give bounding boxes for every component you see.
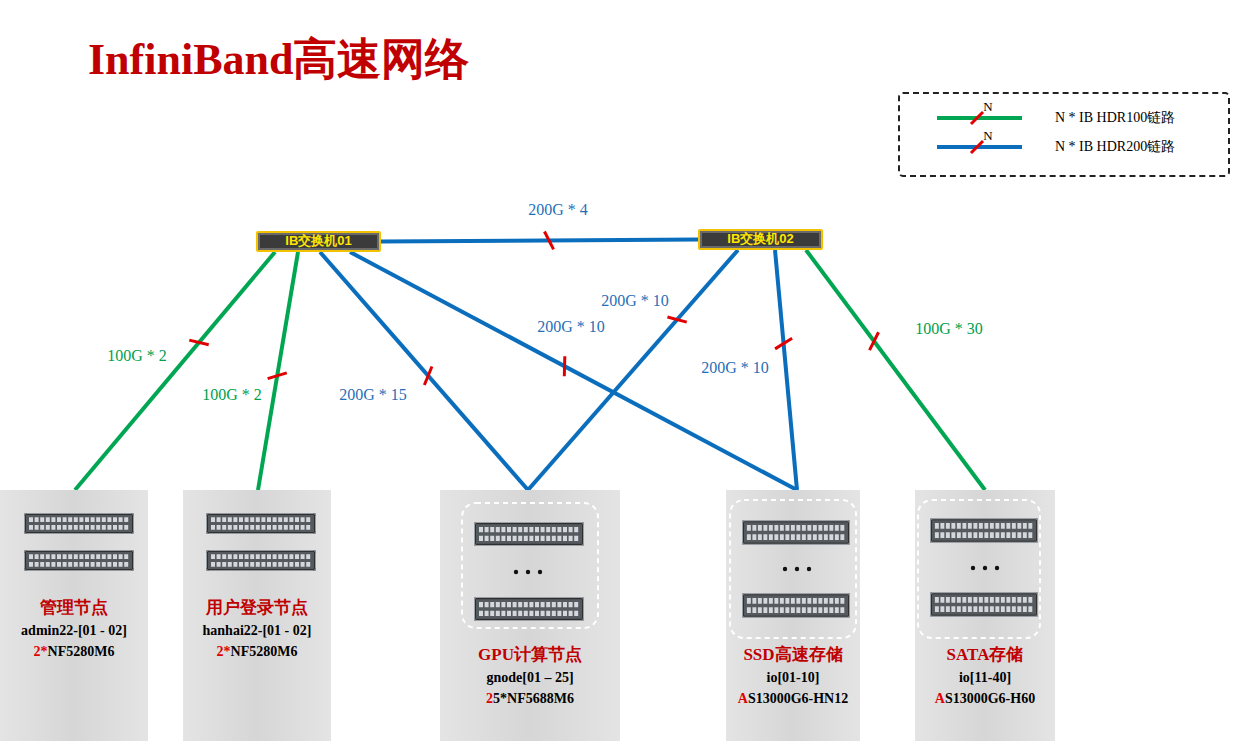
ellipsis-dot	[807, 567, 811, 571]
legend-text: N * IB HDR200链路	[1055, 139, 1175, 155]
link-count-tick	[424, 367, 432, 386]
node-detail: AS13000G6-H60	[935, 688, 1035, 709]
link-count-tick	[667, 317, 686, 322]
link-count-label: 100G * 2	[104, 347, 170, 365]
node-title: IB交换机02	[727, 232, 793, 246]
node-title: SSD高速存储	[743, 643, 842, 667]
link-count-label: 200G * 10	[534, 318, 608, 336]
legend-count-mark: N	[983, 100, 992, 114]
hdr100-link	[806, 250, 985, 490]
link-count-tick	[268, 373, 287, 379]
legend-box	[898, 92, 1230, 177]
link-count-label: 200G * 10	[598, 292, 672, 310]
ellipsis-dot	[538, 570, 542, 574]
link-count-label: 200G * 15	[336, 386, 410, 404]
legend-count-mark: N	[983, 129, 992, 143]
node-title: SATA存储	[947, 643, 1024, 667]
text-stack: 用户登录节点hanhai22-[01 - 02]2*NF5280M6	[183, 596, 331, 662]
ellipsis-dot	[795, 567, 799, 571]
server-icon	[930, 518, 1038, 543]
link-count-tick	[544, 232, 553, 250]
node-detail: admin22-[01 - 02]	[21, 620, 127, 641]
server-icon	[206, 513, 316, 534]
node-detail: 2*NF5280M6	[217, 641, 298, 662]
hdr100-link	[75, 252, 275, 490]
node-detail: hanhai22-[01 - 02]	[203, 620, 312, 641]
link-count-label: 200G * 4	[525, 201, 591, 219]
link-count-label: 100G * 30	[912, 320, 986, 338]
server-icon	[742, 593, 850, 618]
server-icon	[742, 520, 850, 545]
link-count-tick	[775, 338, 792, 349]
text-stack: 管理节点admin22-[01 - 02]2*NF5280M6	[0, 596, 148, 662]
text-stack: SSD高速存储io[01-10]AS13000G6-HN12	[726, 643, 860, 709]
ellipsis-dot	[526, 570, 530, 574]
link-count-label: 200G * 10	[698, 359, 772, 377]
ellipsis-dot	[971, 566, 975, 570]
diagram-title: InfiniBand高速网络	[88, 38, 469, 82]
legend-samples	[937, 112, 1022, 153]
link-count-tick	[563, 356, 567, 376]
ellipsis-dot	[983, 566, 987, 570]
legend-text: N * IB HDR100链路	[1055, 110, 1175, 126]
node-detail: io[11-40]	[959, 667, 1011, 688]
ib-switch: IB交换机01	[256, 231, 381, 252]
server-icon	[206, 550, 316, 571]
link-count-tick	[189, 340, 208, 345]
legend-tick	[971, 112, 983, 124]
text-stack: IB交换机01	[258, 233, 379, 250]
hdr200-link	[381, 240, 698, 242]
hdr200-link	[320, 252, 528, 490]
hdr200-link	[775, 250, 797, 490]
node-detail: 25*NF5688M6	[486, 688, 574, 709]
node-detail: gnode[01 – 25]	[486, 667, 573, 688]
node-detail: AS13000G6-HN12	[738, 688, 848, 709]
hdr100-link	[258, 252, 298, 490]
server-icon	[474, 522, 584, 546]
hdr200-link	[350, 252, 797, 490]
node-title: GPU计算节点	[478, 643, 582, 667]
link-count-label: 100G * 2	[199, 386, 265, 404]
ellipsis-dot	[995, 566, 999, 570]
server-icon	[24, 550, 134, 571]
text-stack: IB交换机02	[700, 231, 821, 248]
legend-tick	[971, 141, 983, 153]
ellipsis-dot	[514, 570, 518, 574]
link-count-tick	[870, 332, 879, 350]
node-detail: io[01-10]	[767, 667, 820, 688]
text-stack: GPU计算节点gnode[01 – 25]25*NF5688M6	[440, 643, 620, 709]
ellipsis-dot	[783, 567, 787, 571]
node-title: IB交换机01	[285, 234, 351, 248]
node-title: 管理节点	[40, 596, 108, 620]
node-title: 用户登录节点	[206, 596, 308, 620]
ib-switch: IB交换机02	[698, 229, 823, 250]
server-icon	[24, 513, 134, 534]
node-detail: 2*NF5280M6	[34, 641, 115, 662]
text-stack: SATA存储io[11-40]AS13000G6-H60	[915, 643, 1055, 709]
server-icon	[474, 597, 584, 621]
server-icon	[930, 592, 1038, 617]
